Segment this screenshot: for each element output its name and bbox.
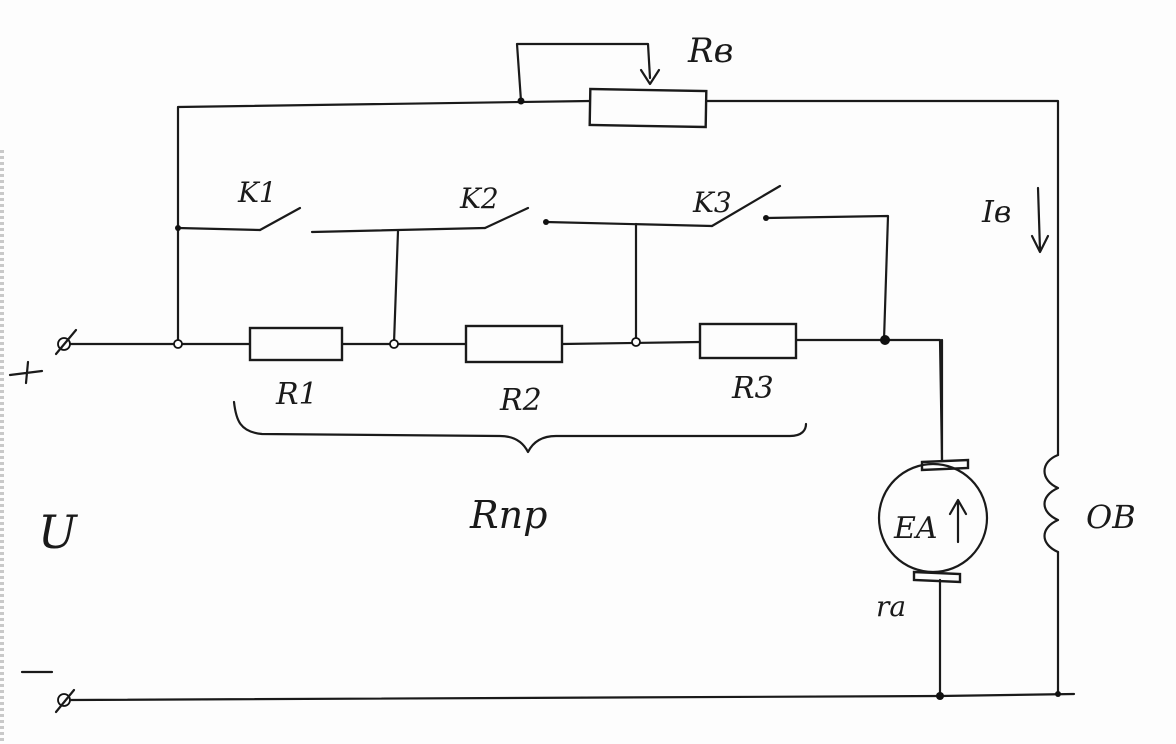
node-r2-r3: [631, 337, 641, 347]
motor-bottom-brush: [912, 570, 962, 584]
label-r2: R2: [499, 383, 542, 418]
label-rheostat: Rв: [687, 31, 733, 71]
bottom-wire: [68, 692, 1076, 702]
node-bottom-field: [1055, 691, 1061, 697]
label-k2: K2: [459, 182, 499, 215]
resistor-r3: [698, 322, 798, 360]
rheostat-slider-arrow: [639, 68, 661, 86]
label-k3: K3: [692, 186, 732, 219]
scan-edge: [0, 150, 4, 744]
node-r1-r2: [389, 339, 399, 349]
main-line: [64, 338, 944, 462]
switch-row-wire-2: [310, 226, 487, 234]
switch-contact-node-2: [543, 219, 549, 225]
rheostat-slider-wire: [515, 42, 652, 103]
top-wire-left: [176, 99, 592, 348]
motor-emf-arrow: [948, 498, 968, 544]
switch-contact-node-1: [175, 225, 181, 231]
switch-row-wire-4: [764, 214, 890, 342]
top-wire-right: [704, 99, 1060, 457]
tap-k1-k2: [392, 229, 400, 345]
switch-k2: [483, 206, 530, 230]
label-voltage: U: [38, 505, 79, 559]
rheostat-rv: [588, 87, 708, 129]
field-current-arrow: [1030, 186, 1050, 254]
label-r3: R3: [731, 371, 774, 406]
node-motor: [880, 335, 890, 345]
plus-sign: [8, 360, 44, 385]
rheostat-slider-node: [517, 97, 525, 105]
terminal-plus-slash: [54, 328, 78, 356]
label-armature-resistance: ra: [876, 590, 906, 623]
field-winding-coil: [1043, 453, 1060, 554]
label-starting-resistance: Rпр: [469, 493, 547, 537]
switch-row-wire-3: [544, 220, 714, 228]
label-r1: R1: [275, 377, 318, 412]
resistor-r1: [248, 326, 344, 362]
rpr-brace: [232, 400, 808, 454]
switch-k3: [710, 184, 782, 228]
switch-k1: [258, 206, 302, 232]
node-bottom-motor: [936, 692, 944, 700]
label-k1: K1: [237, 176, 277, 209]
label-field-winding: ОВ: [1086, 498, 1136, 536]
switch-contact-node-3: [763, 215, 769, 221]
resistor-r2: [464, 324, 564, 364]
switch-row-wire-1: [176, 226, 262, 232]
node-left: [173, 339, 183, 349]
terminal-minus-slash: [54, 688, 76, 714]
label-field-current: Iв: [981, 195, 1011, 230]
label-emf: EA: [893, 511, 938, 546]
